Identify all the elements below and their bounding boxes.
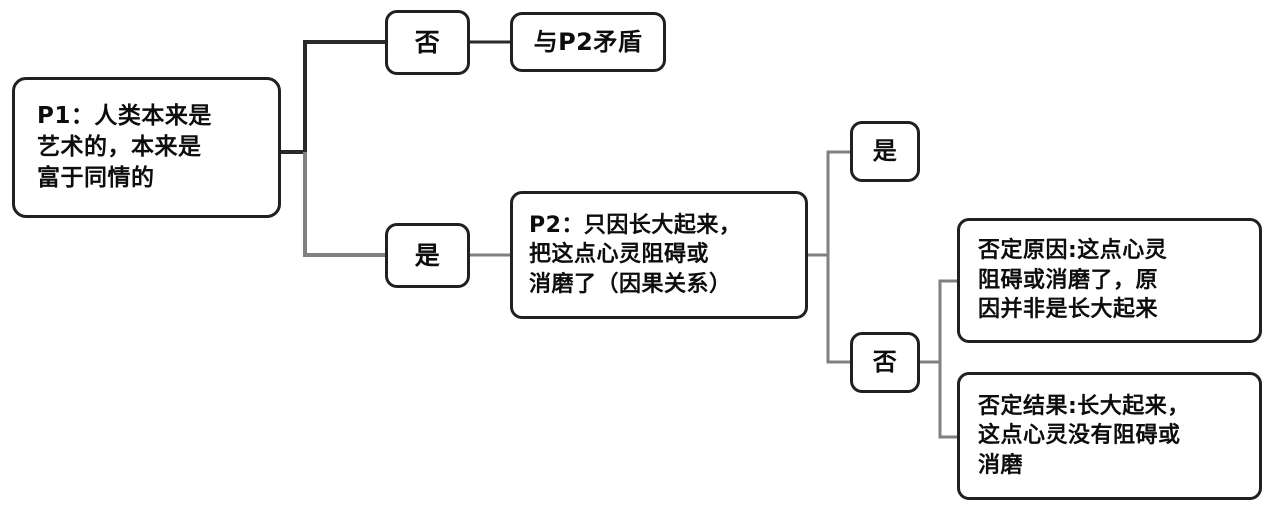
- node-p1-label: P1：人类本来是 艺术的，本来是 富于同情的: [37, 103, 212, 191]
- node-deny-effect[interactable]: 否定结果:长大起来， 这点心灵没有阻碍或 消磨: [957, 372, 1262, 500]
- node-branch-yes-2-label: 是: [872, 137, 898, 166]
- node-p2-label: P2：只因长大起来， 把这点心灵阻碍或 消磨了（因果关系）: [529, 212, 742, 297]
- node-branch-no-1-label: 否: [414, 27, 441, 57]
- node-p2[interactable]: P2：只因长大起来， 把这点心灵阻碍或 消磨了（因果关系）: [510, 191, 808, 319]
- edge-p1-to-no: [303, 40, 385, 152]
- edge-no2-to-deny-effect: [938, 362, 957, 439]
- node-branch-yes-1[interactable]: 是: [385, 223, 470, 288]
- node-branch-yes-2[interactable]: 是: [850, 121, 920, 182]
- edge-p2-to-yes2: [826, 150, 850, 255]
- node-branch-no-2[interactable]: 否: [850, 332, 920, 393]
- node-branch-yes-1-label: 是: [414, 240, 441, 270]
- node-deny-cause[interactable]: 否定原因:这点心灵 阻碍或消磨了，原 因并非是长大起来: [957, 218, 1262, 343]
- node-deny-cause-label: 否定原因:这点心灵 阻碍或消磨了，原 因并非是长大起来: [978, 238, 1168, 323]
- node-p1[interactable]: P1：人类本来是 艺术的，本来是 富于同情的: [12, 77, 281, 218]
- node-branch-no-2-label: 否: [872, 348, 898, 377]
- node-branch-no-1[interactable]: 否: [385, 10, 470, 75]
- node-deny-effect-label: 否定结果:长大起来， 这点心灵没有阻碍或 消磨: [978, 393, 1190, 478]
- edge-p1-to-yes: [303, 152, 385, 257]
- edge-no2-to-deny-cause: [938, 279, 957, 362]
- node-contradiction[interactable]: 与P2矛盾: [510, 12, 666, 72]
- edge-p2-to-no2: [826, 255, 850, 364]
- node-contradiction-label: 与P2矛盾: [533, 27, 643, 56]
